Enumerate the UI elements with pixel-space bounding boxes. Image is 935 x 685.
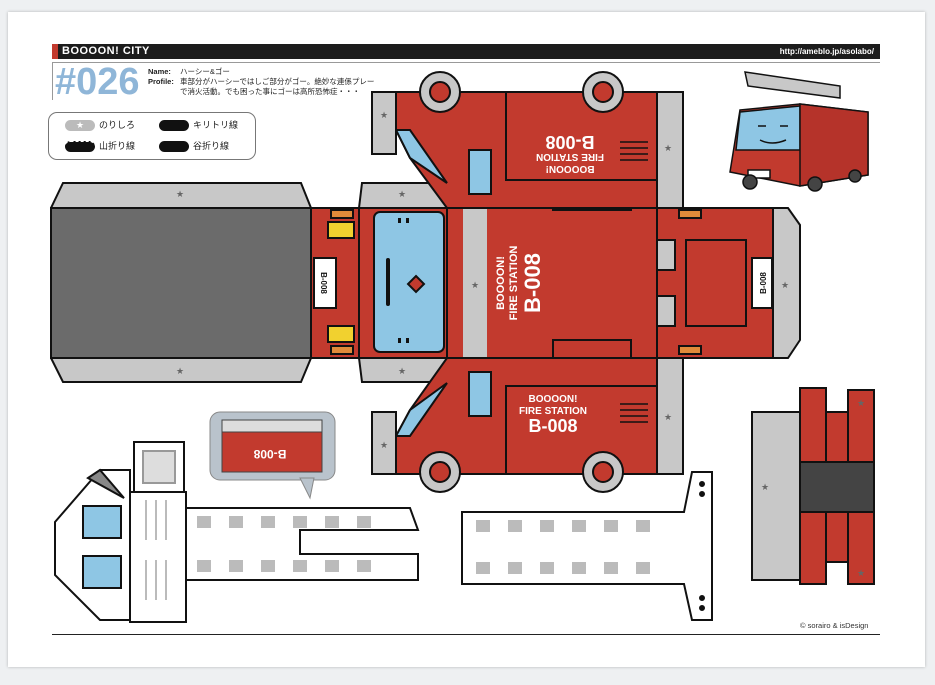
side-tab-top-left <box>371 91 397 155</box>
front-plate-bg <box>313 257 337 309</box>
side-code-flipped: B-008 <box>545 132 594 152</box>
header-divider <box>52 62 880 63</box>
side-tab-top-right <box>656 91 684 209</box>
name-value: ハーシー&ゴー <box>180 67 230 76</box>
star-icon: ★ <box>761 482 769 492</box>
fold-legend: ★ のりしろ キリトリ線 山折り線 谷折り線 <box>48 112 256 160</box>
name-label: Name: <box>148 67 171 76</box>
side-window-top <box>394 129 448 184</box>
legend-mountain-label: 山折り線 <box>99 141 136 151</box>
indicator-bottom <box>330 345 354 355</box>
rear-step-top <box>656 239 676 271</box>
star-icon: ★ <box>398 189 406 199</box>
callout-code: B-008 <box>253 447 286 461</box>
vent-lines <box>620 141 648 423</box>
profile-line-1: 車部分がハーシーではしご部分がゴー。絶妙な連係プレー <box>180 77 375 86</box>
brand-title: BOOOON! CITY <box>62 45 150 57</box>
valley-fold-swatch <box>159 140 189 152</box>
rear-door <box>685 239 747 327</box>
side-station-flipped: FIRE STATION <box>536 151 604 162</box>
side-code: B-008 <box>528 416 577 436</box>
star-icon: ★ <box>781 280 789 290</box>
side-tab-bottom-left <box>371 411 397 475</box>
roof-brand: BOOOON! <box>495 256 507 310</box>
rear-plate: B-008 <box>759 272 768 294</box>
roof-rack-bottom <box>552 339 632 359</box>
star-icon: ★ <box>857 398 865 408</box>
rear-light-bottom <box>678 345 702 355</box>
legend-valley: 谷折り線 <box>159 140 229 152</box>
blog-url[interactable]: http://ameblo.jp/asolabo/ <box>779 47 874 56</box>
star-icon: ★ <box>176 189 184 199</box>
assembly-detail-callout: B-008 <box>209 411 336 500</box>
indicator-top <box>330 209 354 219</box>
profile-line-2: で消火活動。でも困った事にゴーは高所恐怖症・・・ <box>180 87 360 96</box>
legend-valley-label: 谷折り線 <box>193 141 230 151</box>
door-window-top <box>468 149 492 195</box>
legend-glue: ★ のりしろ <box>65 119 135 131</box>
star-icon: ★ <box>380 440 388 450</box>
title-accent <box>52 44 58 59</box>
side-station: FIRE STATION <box>519 406 587 417</box>
rear-step-bottom <box>656 295 676 327</box>
star-icon: ★ <box>857 568 865 578</box>
ladder-piece-left <box>54 441 420 623</box>
side-window-bottom <box>394 382 448 437</box>
side-brand: BOOOON! <box>529 394 578 405</box>
side-brand-flipped: BOOOON! <box>546 163 595 174</box>
roof-station: FIRE STATION <box>508 246 520 321</box>
star-icon: ★ <box>380 110 388 120</box>
mountain-fold-swatch <box>65 140 95 152</box>
front-light-top <box>327 221 355 239</box>
profile-label: Profile: <box>148 77 174 86</box>
title-bar: BOOOON! CITY http://ameblo.jp/asolabo/ <box>52 44 880 59</box>
cut-line-swatch <box>159 119 189 131</box>
copyright-credit: © sorairo & isDesign <box>800 621 869 630</box>
glue-stars: ★ ★ ★ ★ ★ ★ ★ ★ ★ ★ <box>176 110 789 450</box>
ladder-piece-center <box>461 471 713 621</box>
legend-mountain: 山折り線 <box>65 140 135 152</box>
model-number: #026 <box>52 62 147 102</box>
legend-cut: キリトリ線 <box>159 119 238 131</box>
rear-glue-tab <box>772 207 801 359</box>
model-info: Name: ハーシー&ゴー Profile: 車部分がハーシーではしご部分がゴー。絶… <box>148 67 383 97</box>
legend-glue-label: のりしろ <box>99 120 136 130</box>
roof-panel <box>50 207 312 359</box>
rear-light-top <box>678 209 702 219</box>
base-piece-right: ★ ★ ★ <box>751 387 875 585</box>
star-icon: ★ <box>65 119 95 131</box>
assembled-truck-preview <box>729 71 869 192</box>
front-plate: B-008 <box>319 272 328 294</box>
roof-code: B-008 <box>520 253 545 313</box>
footer-divider <box>52 634 880 635</box>
truck-body-net <box>50 71 801 493</box>
star-icon: ★ <box>664 412 672 422</box>
front-light-bottom <box>327 325 355 343</box>
legend-cut-label: キリトリ線 <box>193 120 239 130</box>
side-tab-bottom-right <box>656 357 684 475</box>
roof-stripe <box>463 208 487 358</box>
star-icon: ★ <box>664 143 672 153</box>
truck-face <box>386 218 426 343</box>
star-icon: ★ <box>176 366 184 376</box>
star-icon: ★ <box>471 280 479 290</box>
side-lettering: BOOOON! FIRE STATION B-008 BOOOON! FIRE … <box>319 132 768 436</box>
star-icon: ★ <box>398 366 406 376</box>
door-window-bottom <box>468 371 492 417</box>
